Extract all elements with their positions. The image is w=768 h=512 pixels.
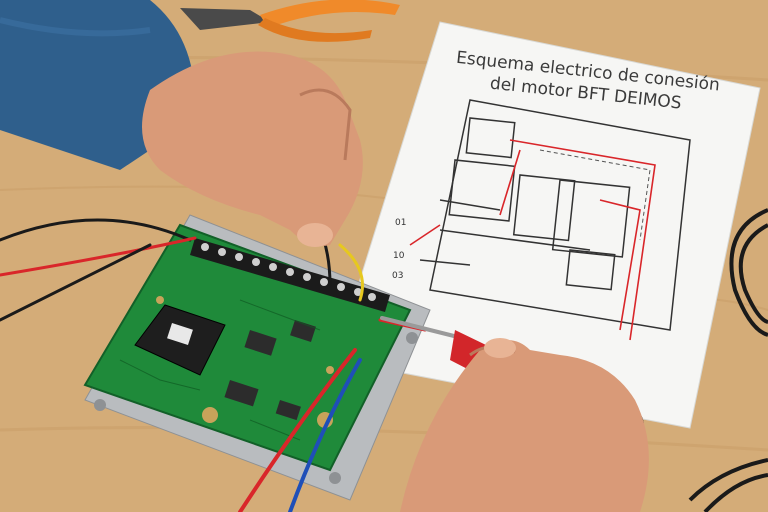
pliers [180,0,400,42]
left-arm [0,0,363,247]
diagram-label-3: 03 [392,271,403,281]
right-hand [400,338,649,512]
wiring-diagram-paper: 01 10 03 [334,21,761,429]
diagram-label-2: 10 [393,251,405,261]
control-board [83,223,412,472]
cable-coil [688,208,768,512]
diagram-label-1: 01 [395,218,406,228]
wires [0,218,427,512]
